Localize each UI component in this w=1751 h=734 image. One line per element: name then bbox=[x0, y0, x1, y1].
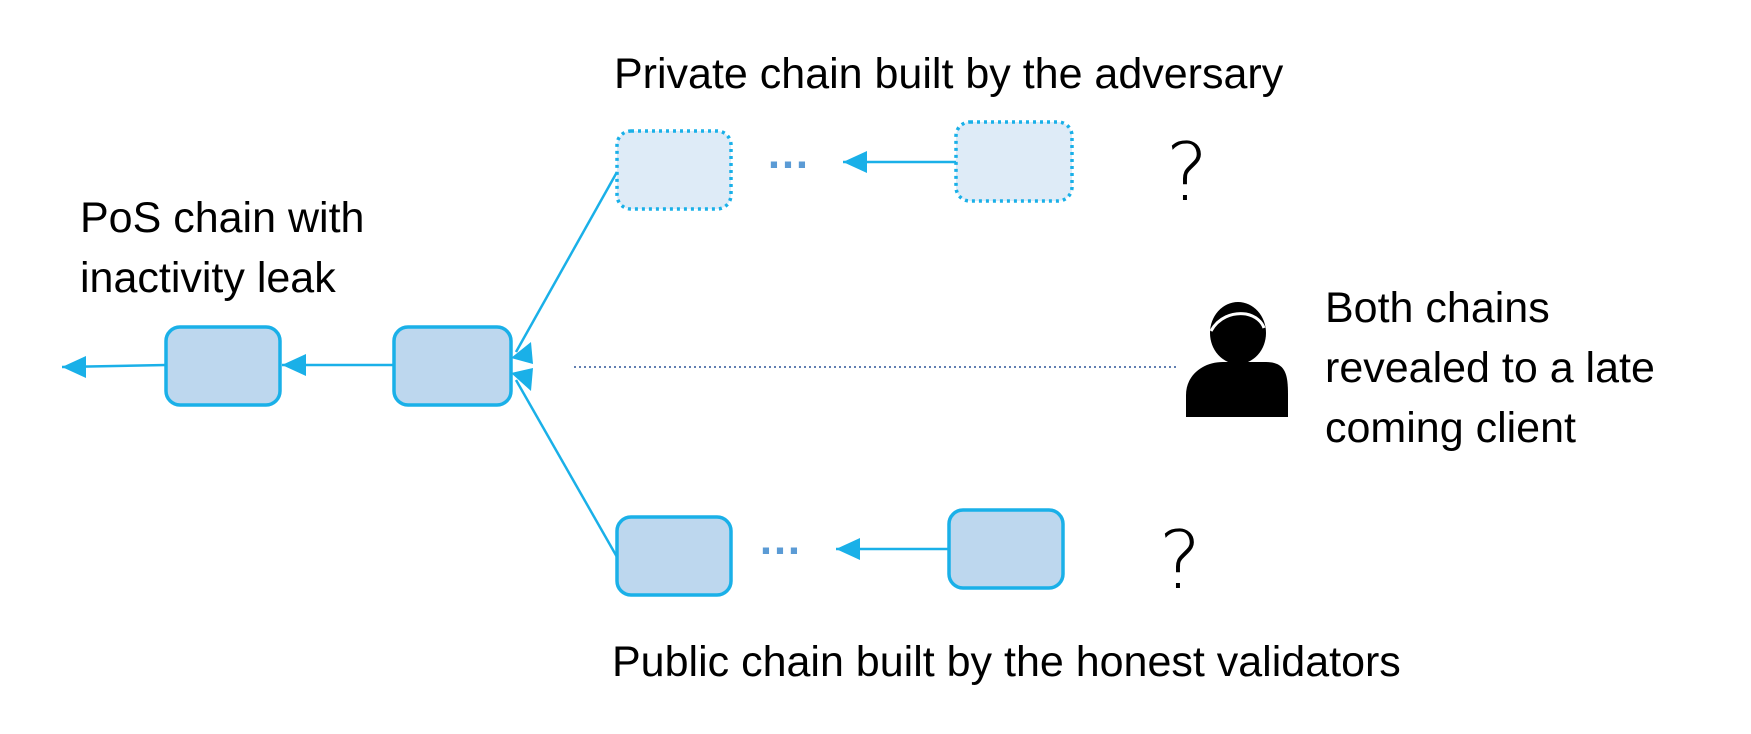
main-arrow-head bbox=[282, 354, 306, 376]
public-arrow-head bbox=[836, 538, 860, 560]
genesis-arrow-head bbox=[62, 356, 86, 378]
fork-line-private bbox=[514, 171, 619, 353]
fork-arrow-head-private bbox=[511, 342, 533, 364]
public-block-1 bbox=[615, 515, 733, 597]
fork-line-public bbox=[514, 379, 619, 558]
public-ellipsis: … bbox=[758, 515, 802, 564]
private-question-mark: ? bbox=[1166, 126, 1208, 219]
fork-arrow-head-public bbox=[511, 368, 533, 391]
client-label-line-3: coming client bbox=[1325, 404, 1576, 452]
private-chain-label: Private chain built by the adversary bbox=[614, 50, 1284, 98]
private-block-2 bbox=[954, 120, 1074, 203]
client-label-line-1: Both chains bbox=[1325, 284, 1550, 332]
private-ellipsis: … bbox=[766, 129, 810, 178]
client-label-line-2: revealed to a late bbox=[1325, 344, 1655, 392]
pos-chain-label: PoS chain with inactivity leak bbox=[80, 188, 364, 308]
person-icon bbox=[1186, 302, 1288, 417]
public-block-2 bbox=[947, 508, 1065, 590]
private-arrow-head bbox=[843, 151, 867, 173]
public-question-mark: ? bbox=[1159, 514, 1201, 607]
private-block-1 bbox=[615, 129, 733, 211]
client-label: Both chains revealed to a late coming cl… bbox=[1325, 278, 1655, 458]
pos-chain-label-line-1: PoS chain with bbox=[80, 194, 365, 242]
pos-chain-label-line-2: inactivity leak bbox=[80, 254, 336, 302]
main-block-1 bbox=[164, 325, 282, 407]
public-chain-label: Public chain built by the honest validat… bbox=[612, 638, 1401, 686]
main-block-2 bbox=[392, 325, 513, 407]
